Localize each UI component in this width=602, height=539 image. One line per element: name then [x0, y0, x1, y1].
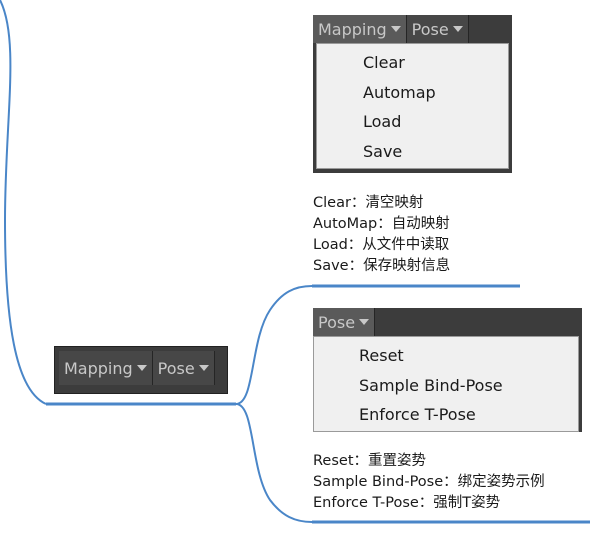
note-clear: Clear：清空映射 [313, 195, 424, 211]
note-reset: Reset：重置姿势 [313, 453, 427, 469]
caret-down-icon [359, 319, 370, 325]
root-toolbar: Mapping Pose [54, 346, 228, 394]
note-automap: AutoMap：自动映射 [313, 216, 450, 232]
mapping-label: Mapping [64, 358, 133, 378]
mapping-dropdown[interactable]: Mapping [313, 15, 407, 43]
pose-menu-screenshot: Pose Reset Sample Bind-Pose Enforce T-Po… [313, 308, 582, 432]
pose-label: Pose [157, 358, 195, 378]
mapping-label: Mapping [318, 19, 387, 39]
pose-dropdown[interactable]: Pose [152, 351, 215, 385]
menu-item-automap[interactable]: Automap [363, 83, 436, 102]
caret-down-icon [198, 365, 209, 371]
caret-down-icon [136, 365, 147, 371]
note-load: Load：从文件中读取 [313, 237, 450, 253]
pose-label: Pose [318, 312, 356, 332]
mapping-menu-screenshot: Mapping Pose Clear Automap Load Save [313, 15, 512, 173]
menu-item-save[interactable]: Save [363, 142, 403, 161]
pose-notes: Reset：重置姿势 Sample Bind-Pose：绑定姿势示例 Enfor… [313, 451, 545, 514]
caret-down-icon [390, 26, 401, 32]
menu-item-reset[interactable]: Reset [359, 346, 404, 365]
pose-dropdown-menu: Reset Sample Bind-Pose Enforce T-Pose [313, 336, 579, 432]
pose-dropdown[interactable]: Pose [313, 308, 376, 336]
note-save: Save：保存映射信息 [313, 258, 451, 274]
branch-top-left [0, 0, 47, 405]
mapping-notes: Clear：清空映射 AutoMap：自动映射 Load：从文件中读取 Save… [313, 193, 450, 277]
menu-item-load[interactable]: Load [363, 112, 402, 131]
pose-menu-header: Pose [313, 308, 376, 336]
mapping-dropdown-menu: Clear Automap Load Save [316, 43, 509, 169]
pose-label: Pose [411, 19, 449, 39]
pose-dropdown[interactable]: Pose [406, 15, 469, 43]
menu-item-clear[interactable]: Clear [363, 53, 405, 72]
menu-item-sample-bind-pose[interactable]: Sample Bind-Pose [359, 376, 503, 395]
branch-to-mapping [235, 285, 313, 405]
note-sample-bind-pose: Sample Bind-Pose：绑定姿势示例 [313, 474, 545, 490]
note-enforce-t-pose: Enforce T-Pose：强制T姿势 [313, 495, 501, 511]
caret-down-icon [452, 26, 463, 32]
mapping-dropdown[interactable]: Mapping [59, 351, 153, 385]
branch-to-pose [235, 403, 313, 523]
mapping-menu-header: Mapping Pose [313, 15, 469, 43]
menu-item-enforce-t-pose[interactable]: Enforce T-Pose [359, 405, 476, 424]
